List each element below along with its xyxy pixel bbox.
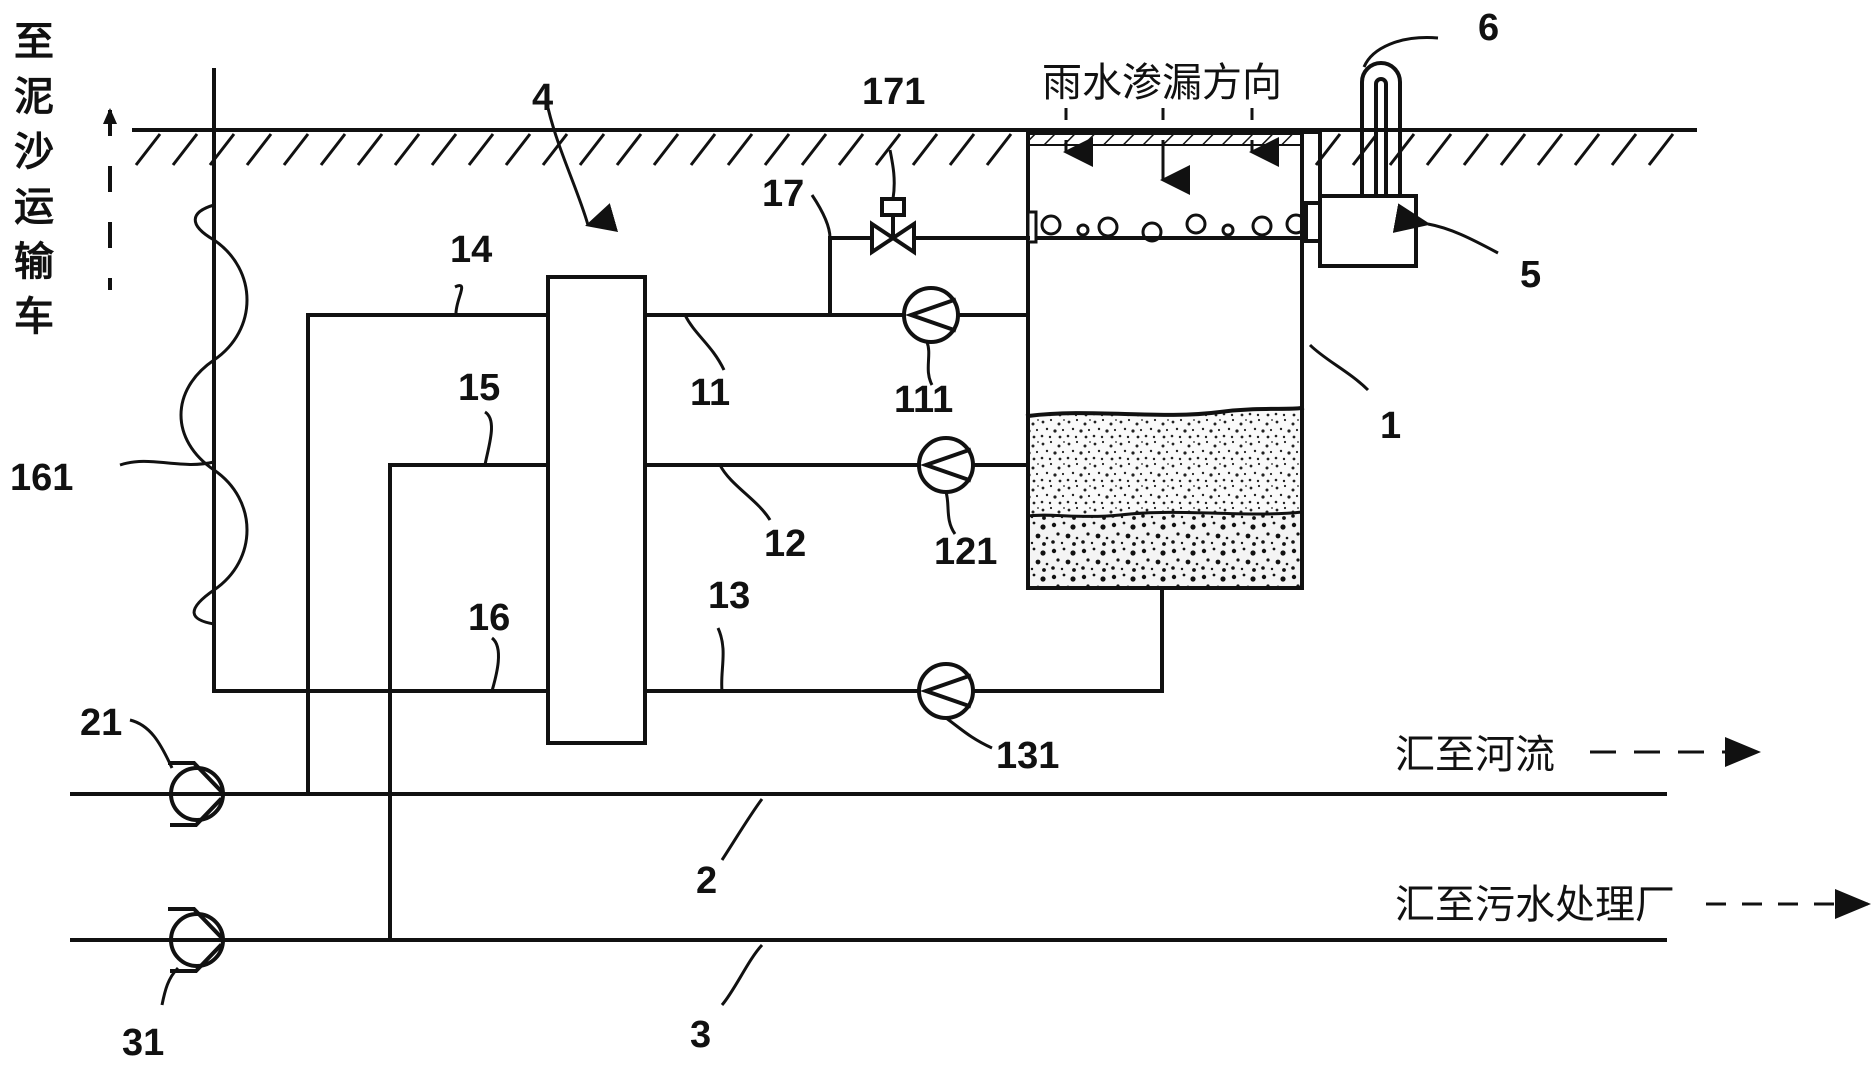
svg-text:车: 车 xyxy=(14,294,54,340)
separator-unit xyxy=(546,275,647,745)
label-13: 13 xyxy=(708,575,750,617)
label-15: 15 xyxy=(458,367,500,409)
label-11: 11 xyxy=(690,372,730,414)
label-5: 5 xyxy=(1520,254,1541,296)
label-12: 12 xyxy=(764,523,806,565)
to-plant-label: 汇至污水处理厂 xyxy=(1395,882,1675,928)
label-121: 121 xyxy=(934,531,997,573)
label-161: 161 xyxy=(10,457,73,499)
label-31: 31 xyxy=(122,1022,164,1064)
ground-surface xyxy=(132,128,1697,166)
gravel-layer xyxy=(1028,512,1302,588)
to-truck-label: 至 泥 沙 运 输 车 xyxy=(14,19,55,340)
svg-text:运: 运 xyxy=(14,184,54,230)
svg-text:沙: 沙 xyxy=(14,129,54,175)
label-17: 17 xyxy=(762,173,804,215)
pipe-network xyxy=(70,68,1667,942)
label-14: 14 xyxy=(450,229,492,271)
pipe-17 xyxy=(828,236,870,317)
label-2: 2 xyxy=(696,860,717,902)
label-21: 21 xyxy=(80,702,122,744)
check-valve-31 xyxy=(168,907,225,973)
svg-text:输: 输 xyxy=(14,239,55,285)
label-16: 16 xyxy=(468,597,510,639)
to-river-label: 汇至河流 xyxy=(1395,732,1555,778)
rain-seepage-arrows xyxy=(1063,108,1279,195)
tank-wall xyxy=(1026,130,1304,590)
pump-121 xyxy=(917,436,975,494)
rain-direction-label: 雨水渗漏方向 xyxy=(1042,60,1282,106)
leader-6 xyxy=(1362,36,1439,68)
pump-131 xyxy=(917,662,975,720)
reference-numbers: 4 6 5 1 14 15 16 11 12 13 17 171 111 121… xyxy=(10,7,1541,1064)
label-171: 171 xyxy=(862,71,925,113)
tank-cover xyxy=(1027,133,1303,146)
label-3: 3 xyxy=(690,1014,711,1056)
aeration-bubbles xyxy=(1040,213,1307,243)
label-111: 111 xyxy=(894,379,953,421)
check-valve-21 xyxy=(168,761,225,827)
leader-lines xyxy=(119,36,1499,1006)
label-1: 1 xyxy=(1380,405,1401,447)
svg-text:至: 至 xyxy=(14,19,54,65)
svg-text:泥: 泥 xyxy=(14,74,54,120)
blower xyxy=(1304,194,1418,268)
label-4: 4 xyxy=(532,77,553,119)
flow-arrows xyxy=(103,108,1871,919)
valve xyxy=(870,197,916,256)
sedimentation-tank xyxy=(1025,108,1322,590)
sand-layer xyxy=(1028,408,1302,517)
label-6: 6 xyxy=(1478,7,1499,49)
pump-111 xyxy=(902,286,960,344)
label-131: 131 xyxy=(996,735,1059,777)
vent-pipe xyxy=(1360,61,1402,198)
